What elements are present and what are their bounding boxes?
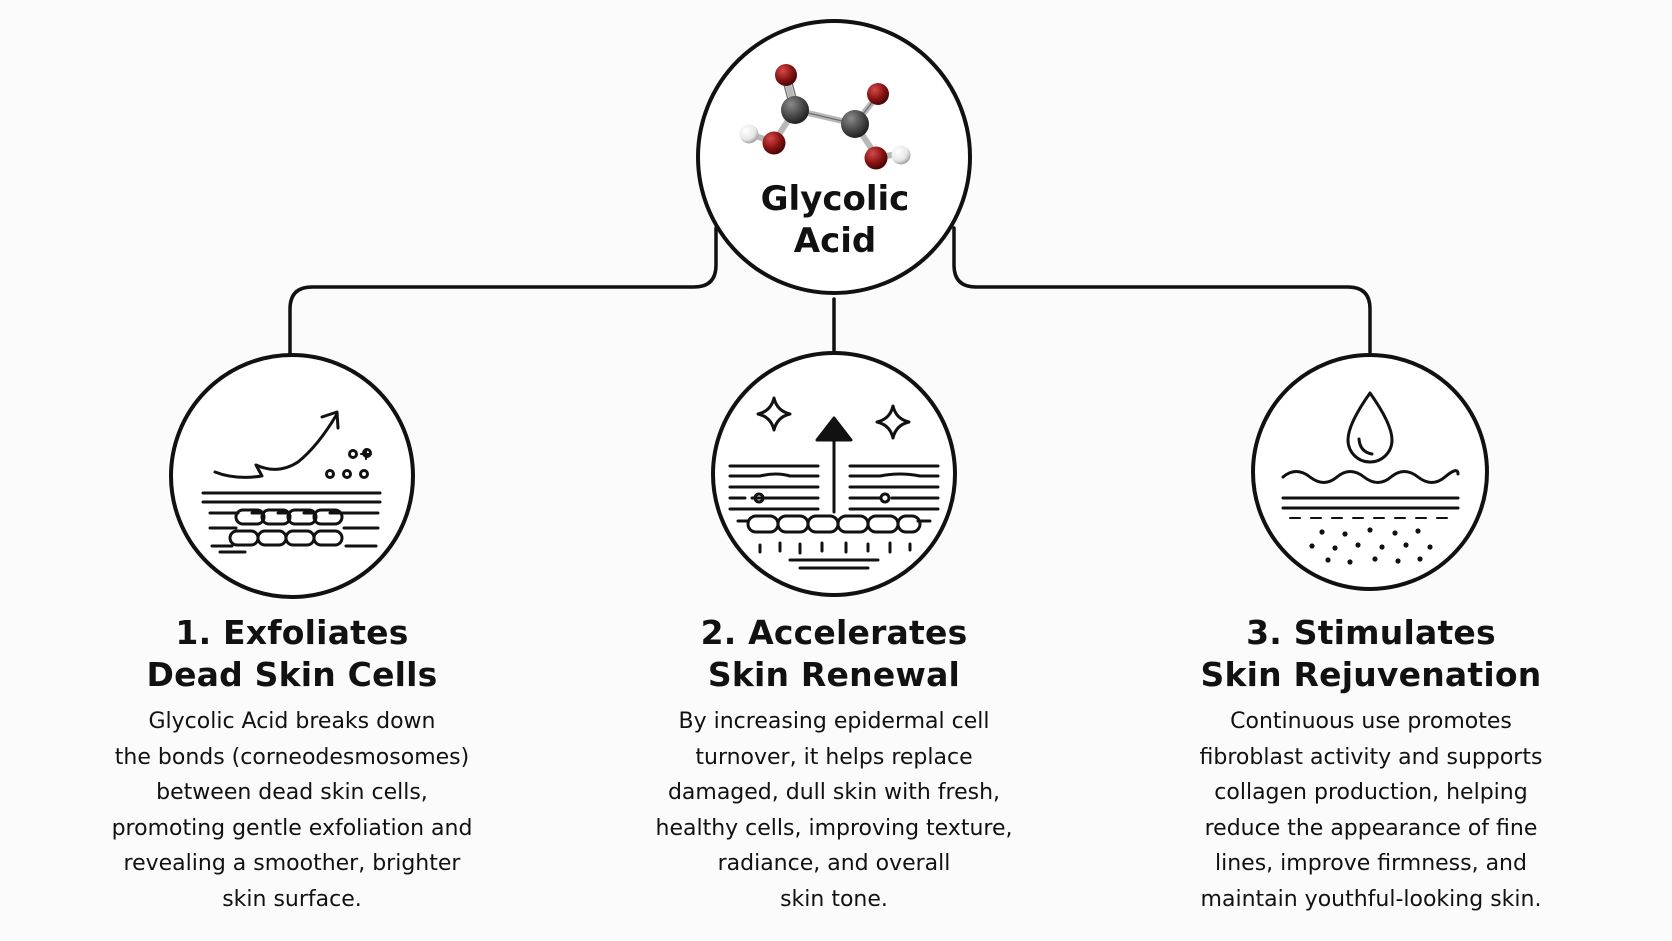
glycolic-acid-molecule-icon xyxy=(739,64,911,170)
benefit-title: 3. Stimulates Skin Rejuvenation xyxy=(1146,612,1596,696)
benefit-title-line1: 1. Exfoliates xyxy=(175,613,409,652)
skin-rejuvenation-circle xyxy=(1251,353,1489,591)
benefit-stimulates: 3. Stimulates Skin Rejuvenation Continuo… xyxy=(1146,612,1596,917)
description-line: the bonds (corneodesmosomes) xyxy=(114,744,470,770)
description-line: radiance, and overall xyxy=(717,851,951,876)
exfoliation-icon xyxy=(201,410,382,554)
description-line: promoting gentle exfoliation and xyxy=(111,815,473,841)
benefit-title: 1. Exfoliates Dead Skin Cells xyxy=(77,612,507,696)
center-title-line1: Glycolic xyxy=(760,179,910,219)
center-title: Glycolic Acid xyxy=(690,178,980,262)
benefit-description: Continuous use promotes fibroblast activ… xyxy=(1146,704,1596,917)
benefit-title-line2: Skin Renewal xyxy=(707,655,961,694)
description-line: damaged, dull skin with fresh, xyxy=(667,780,1001,805)
center-title-line2: Acid xyxy=(793,221,877,261)
description-line: revealing a smoother, brighter xyxy=(123,851,461,876)
benefit-title-line1: 2. Accelerates xyxy=(700,613,968,652)
benefit-description: Glycolic Acid breaks down the bonds (cor… xyxy=(77,704,507,917)
description-line: Continuous use promotes xyxy=(1230,709,1512,734)
exfoliation-circle xyxy=(169,353,415,599)
benefit-title: 2. Accelerates Skin Renewal xyxy=(619,612,1049,696)
description-line: fibroblast activity and supports xyxy=(1199,744,1543,770)
benefit-title-line2: Dead Skin Cells xyxy=(146,655,438,694)
description-line: skin tone. xyxy=(780,886,888,912)
benefit-exfoliates: 1. Exfoliates Dead Skin Cells Glycolic A… xyxy=(77,612,507,917)
connector-lines xyxy=(288,226,1372,358)
benefit-description: By increasing epidermal cell turnover, i… xyxy=(619,704,1049,917)
description-line: maintain youthful-looking skin. xyxy=(1200,886,1542,912)
skin-renewal-icon xyxy=(728,396,940,570)
skin-rejuvenation-icon xyxy=(1281,391,1460,519)
description-line: healthy cells, improving texture, xyxy=(655,815,1013,841)
description-line: between dead skin cells, xyxy=(156,780,428,805)
benefit-accelerates: 2. Accelerates Skin Renewal By increasin… xyxy=(619,612,1049,917)
description-line: By increasing epidermal cell xyxy=(678,709,990,734)
description-line: lines, improve firmness, and xyxy=(1215,851,1527,876)
description-line: skin surface. xyxy=(222,886,362,912)
description-line: reduce the appearance of fine xyxy=(1204,815,1538,841)
center-hub-circle xyxy=(696,19,972,295)
description-line: turnover, it helps replace xyxy=(695,744,973,770)
collagen-dots xyxy=(1309,527,1433,565)
benefit-title-line2: Skin Rejuvenation xyxy=(1200,655,1542,694)
description-line: Glycolic Acid breaks down xyxy=(148,709,436,734)
benefit-title-line1: 3. Stimulates xyxy=(1246,613,1496,652)
description-line: collagen production, helping xyxy=(1214,780,1528,805)
